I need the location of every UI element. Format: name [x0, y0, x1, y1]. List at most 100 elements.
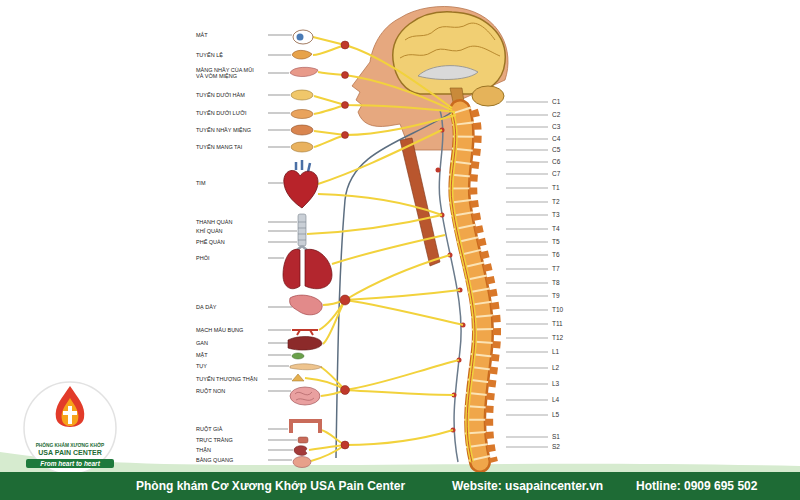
vertebra-label: L2: [552, 364, 559, 371]
organ-label: MẠCH MÁU BỤNG: [196, 327, 243, 333]
organ-label: TUYẾN THƯỢNG THẬN: [196, 376, 257, 382]
leader-line: [506, 400, 548, 401]
ganglion-chain: [439, 110, 461, 462]
leader-line: [506, 324, 548, 325]
vertebra-label: C5: [552, 146, 560, 153]
spinous-processes: [473, 110, 497, 462]
vertebra-label: T8: [552, 279, 560, 286]
stomach: [290, 295, 323, 315]
nerve: [319, 300, 345, 330]
organ-leader-lines: [268, 35, 297, 460]
organ-label: GAN: [196, 340, 208, 346]
nerve: [314, 115, 456, 135]
heart: [284, 170, 318, 208]
organ-label: MÀNG NHẦY CỦA MŨI VÀ VÒM MIỆNG: [196, 67, 262, 80]
vertebra-label: C6: [552, 158, 560, 165]
nerve: [332, 235, 445, 264]
organ-label: TUYẾN DƯỚI LƯỠI: [196, 110, 247, 116]
vertebra-label: T6: [552, 251, 560, 258]
heart-vessels: [296, 160, 310, 172]
vertebra-label: T3: [552, 211, 560, 218]
nerve: [318, 130, 442, 184]
vertebra-label: L1: [552, 348, 559, 355]
vertebra-label: L4: [552, 396, 559, 403]
leader-line: [506, 296, 548, 297]
organ-label: RUỘT NON: [196, 388, 225, 394]
leader-line: [268, 355, 291, 356]
vertebra-label: T10: [552, 306, 563, 313]
footer-band: Phòng khám Cơ Xương Khớp USA Pain Center…: [0, 472, 800, 500]
leader-line: [268, 95, 290, 96]
organ-label: TRỰC TRÀNG: [196, 437, 233, 443]
organ-label: DẠ DÀY: [196, 304, 216, 310]
adrenal-gland: [292, 374, 304, 381]
spine: [451, 110, 497, 462]
lacrimal-gland: [292, 50, 312, 59]
vertebra-label: T11: [552, 320, 563, 327]
organ-label: TUYẾN LỆ: [196, 52, 223, 58]
liver: [288, 337, 322, 351]
leader-line: [268, 307, 292, 308]
nerve: [314, 105, 345, 114]
parotid-gland: [291, 142, 313, 152]
organ-label: THANH QUẢN: [196, 219, 232, 225]
organ-label: RUỘT GIÀ: [196, 426, 223, 432]
organ-label: KHÍ QUẢN: [196, 228, 223, 234]
leader-line: [506, 269, 548, 270]
nerve: [321, 367, 345, 390]
vertebra-label: T1: [552, 184, 560, 191]
organ-label: TUYẾN MANG TAI: [196, 144, 242, 150]
leader-line: [268, 55, 291, 56]
leader-line: [268, 183, 283, 184]
leader-line: [506, 255, 548, 256]
leader-line: [268, 242, 297, 243]
vertebra-label: C2: [552, 111, 560, 118]
large-intestine: [291, 421, 320, 433]
intestine-coils: [295, 392, 314, 400]
brain-gyri: [405, 23, 495, 40]
nerve: [314, 96, 455, 112]
logo-slogan: From heart to heart: [26, 459, 114, 468]
nerve: [318, 194, 442, 215]
vertebra-label: S2: [552, 443, 560, 450]
trachea-rings: [298, 222, 306, 240]
leader-line: [268, 440, 297, 441]
trachea: [298, 214, 306, 246]
vertebra-label: T9: [552, 292, 560, 299]
ganglion: [342, 132, 349, 139]
nerve: [307, 215, 442, 234]
sublingual-gland: [291, 110, 313, 119]
vertebra-label: L3: [552, 380, 559, 387]
nerve: [345, 300, 463, 325]
organs: [283, 30, 332, 468]
leader-line: [268, 343, 288, 344]
logo-badge: PHÒNG KHÁM XƯƠNG KHỚPUSA PAIN CENTERFrom…: [24, 382, 116, 474]
pancreas: [290, 364, 322, 370]
cerebrum: [393, 12, 505, 94]
leader-line: [268, 330, 291, 331]
nerve-fibres: [305, 37, 463, 461]
vagus-nerve: [336, 112, 452, 458]
organ-label: PHỔI: [196, 255, 209, 261]
logo-flame-inner: [62, 398, 79, 426]
logo-flame: [56, 386, 85, 427]
leader-line: [506, 162, 548, 163]
logo-subtitle: PHÒNG KHÁM XƯƠNG KHỚP: [24, 443, 116, 448]
leader-line: [506, 115, 548, 116]
nerve: [345, 360, 459, 390]
leader-line: [268, 73, 289, 74]
leader-line: [506, 384, 548, 385]
organ-label: TUYẾN DƯỚI HÀM: [196, 92, 245, 98]
organ-label: MẮT: [196, 32, 208, 38]
leader-line: [268, 35, 292, 36]
gallbladder: [292, 353, 304, 359]
leader-line: [506, 283, 548, 284]
nerve: [318, 72, 452, 110]
sympathetic-chain: [436, 110, 466, 462]
leader-line: [268, 222, 297, 223]
leader-line: [506, 338, 548, 339]
logo-circle: [24, 382, 116, 474]
organ-label: TUYẾN NHẦY MIỆNG: [196, 127, 251, 133]
